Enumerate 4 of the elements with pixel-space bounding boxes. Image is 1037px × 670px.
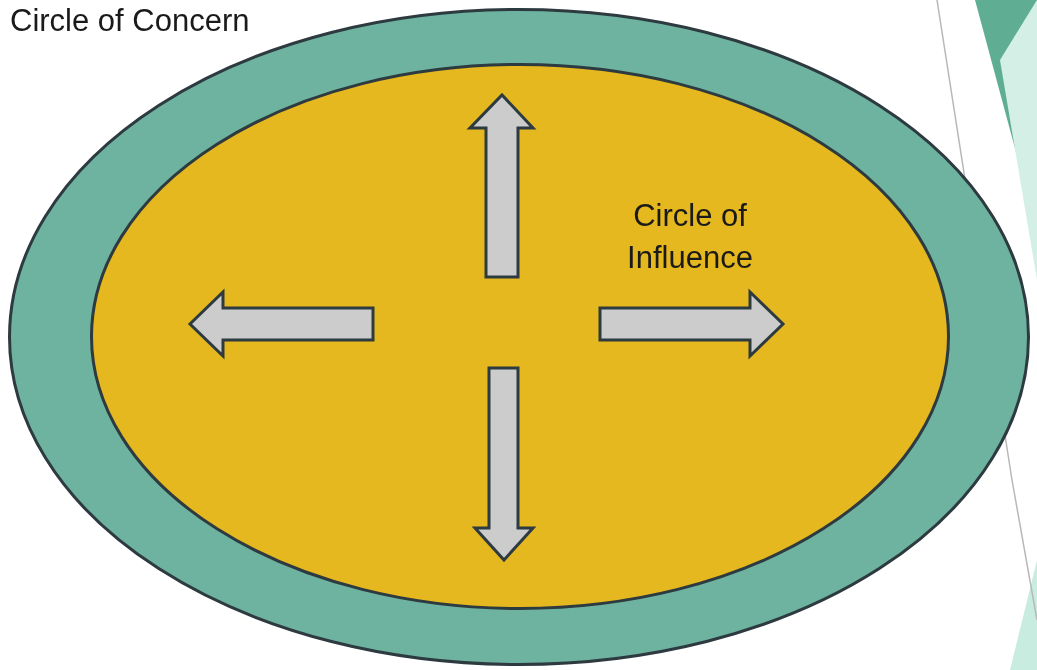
circle-label: Circle of Influence xyxy=(626,197,754,277)
inner-ellipse xyxy=(90,63,950,610)
outer-ellipse xyxy=(8,8,1030,666)
circle-label: Circle of Concern xyxy=(10,2,251,40)
